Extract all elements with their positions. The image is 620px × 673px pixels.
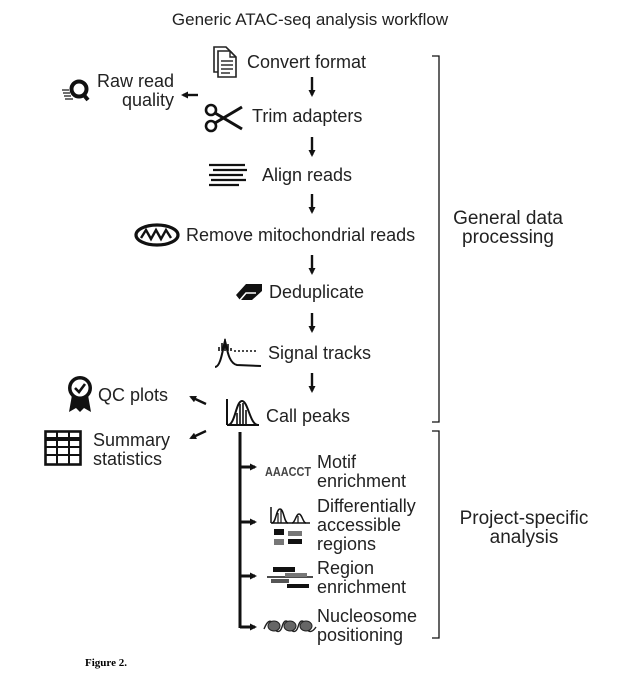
project-region-line2: enrichment — [317, 577, 407, 597]
arrow-to-qc-plots — [189, 395, 207, 406]
quality-check-icon — [62, 79, 90, 102]
qc-raw-read-quality-line1: Raw read — [96, 71, 174, 91]
aligned-reads-icon — [209, 163, 247, 187]
qc-summary-statistics-line2: statistics — [93, 449, 163, 469]
project-motif-line2: enrichment — [317, 471, 407, 491]
qc-raw-read-quality-line2: quality — [121, 90, 174, 110]
signal-track-icon — [214, 337, 262, 368]
project-nucleosome-line2: positioning — [317, 625, 404, 645]
bracket-project — [432, 430, 440, 639]
project-differential-line1: Differentially — [317, 496, 416, 516]
project-motif-enrichment: Motif enrichment — [317, 453, 406, 491]
motif-logo-text: AAACCT — [265, 464, 311, 479]
step-trim-adapters: Trim adapters — [252, 106, 363, 126]
project-nucleosome-line1: Nucleosome — [317, 606, 418, 626]
project-nucleosome-positioning: Nucleosome positioning — [317, 607, 417, 645]
differential-peaks-icon — [270, 507, 310, 545]
project-region-line1: Region — [317, 558, 375, 578]
group-general-data-processing: General data processing — [448, 209, 568, 247]
bracket-general — [432, 55, 440, 423]
region-enrichment-icon — [267, 567, 313, 588]
step-deduplicate: Deduplicate — [269, 282, 365, 302]
award-badge-icon — [68, 376, 92, 412]
project-differential-line2: accessible — [317, 515, 402, 535]
group-general-line1: General data — [453, 208, 563, 229]
group-general-line2: processing — [462, 227, 554, 248]
project-region-enrichment: Region enrichment — [317, 559, 406, 597]
group-project-line1: Project-specific — [459, 508, 589, 529]
project-differential-line3: regions — [317, 534, 377, 554]
eraser-icon — [236, 284, 262, 301]
group-project-line2: analysis — [489, 527, 559, 548]
peak-icon — [226, 399, 259, 426]
scissors-icon — [204, 103, 243, 133]
project-differentially-accessible-regions: Differentially accessible regions — [317, 497, 416, 554]
qc-raw-read-quality: Raw read quality — [90, 72, 174, 110]
step-call-peaks: Call peaks — [266, 406, 351, 426]
figure-caption: Figure 2. — [85, 657, 127, 669]
mitochondrion-icon — [134, 223, 180, 247]
motif-logo-icon: AAACCT — [265, 464, 311, 479]
step-convert-format: Convert format — [247, 52, 367, 72]
document-icon — [213, 46, 237, 78]
qc-summary-statistics-line1: Summary — [93, 430, 171, 450]
qc-plots-label: QC plots — [98, 385, 169, 405]
qc-summary-statistics: Summary statistics — [93, 431, 170, 469]
diagram-title: Generic ATAC-seq analysis workflow — [171, 10, 449, 29]
group-project-specific-analysis: Project-specific analysis — [444, 509, 604, 547]
step-align-reads: Align reads — [262, 165, 353, 185]
arrow-to-summary — [189, 429, 207, 440]
nucleosome-icon — [263, 620, 317, 633]
table-grid-icon — [44, 430, 82, 466]
step-remove-mitochondrial-reads: Remove mitochondrial reads — [186, 225, 416, 245]
branch-tree — [238, 432, 257, 631]
step-signal-tracks: Signal tracks — [268, 343, 372, 363]
project-motif-line1: Motif — [317, 452, 357, 472]
